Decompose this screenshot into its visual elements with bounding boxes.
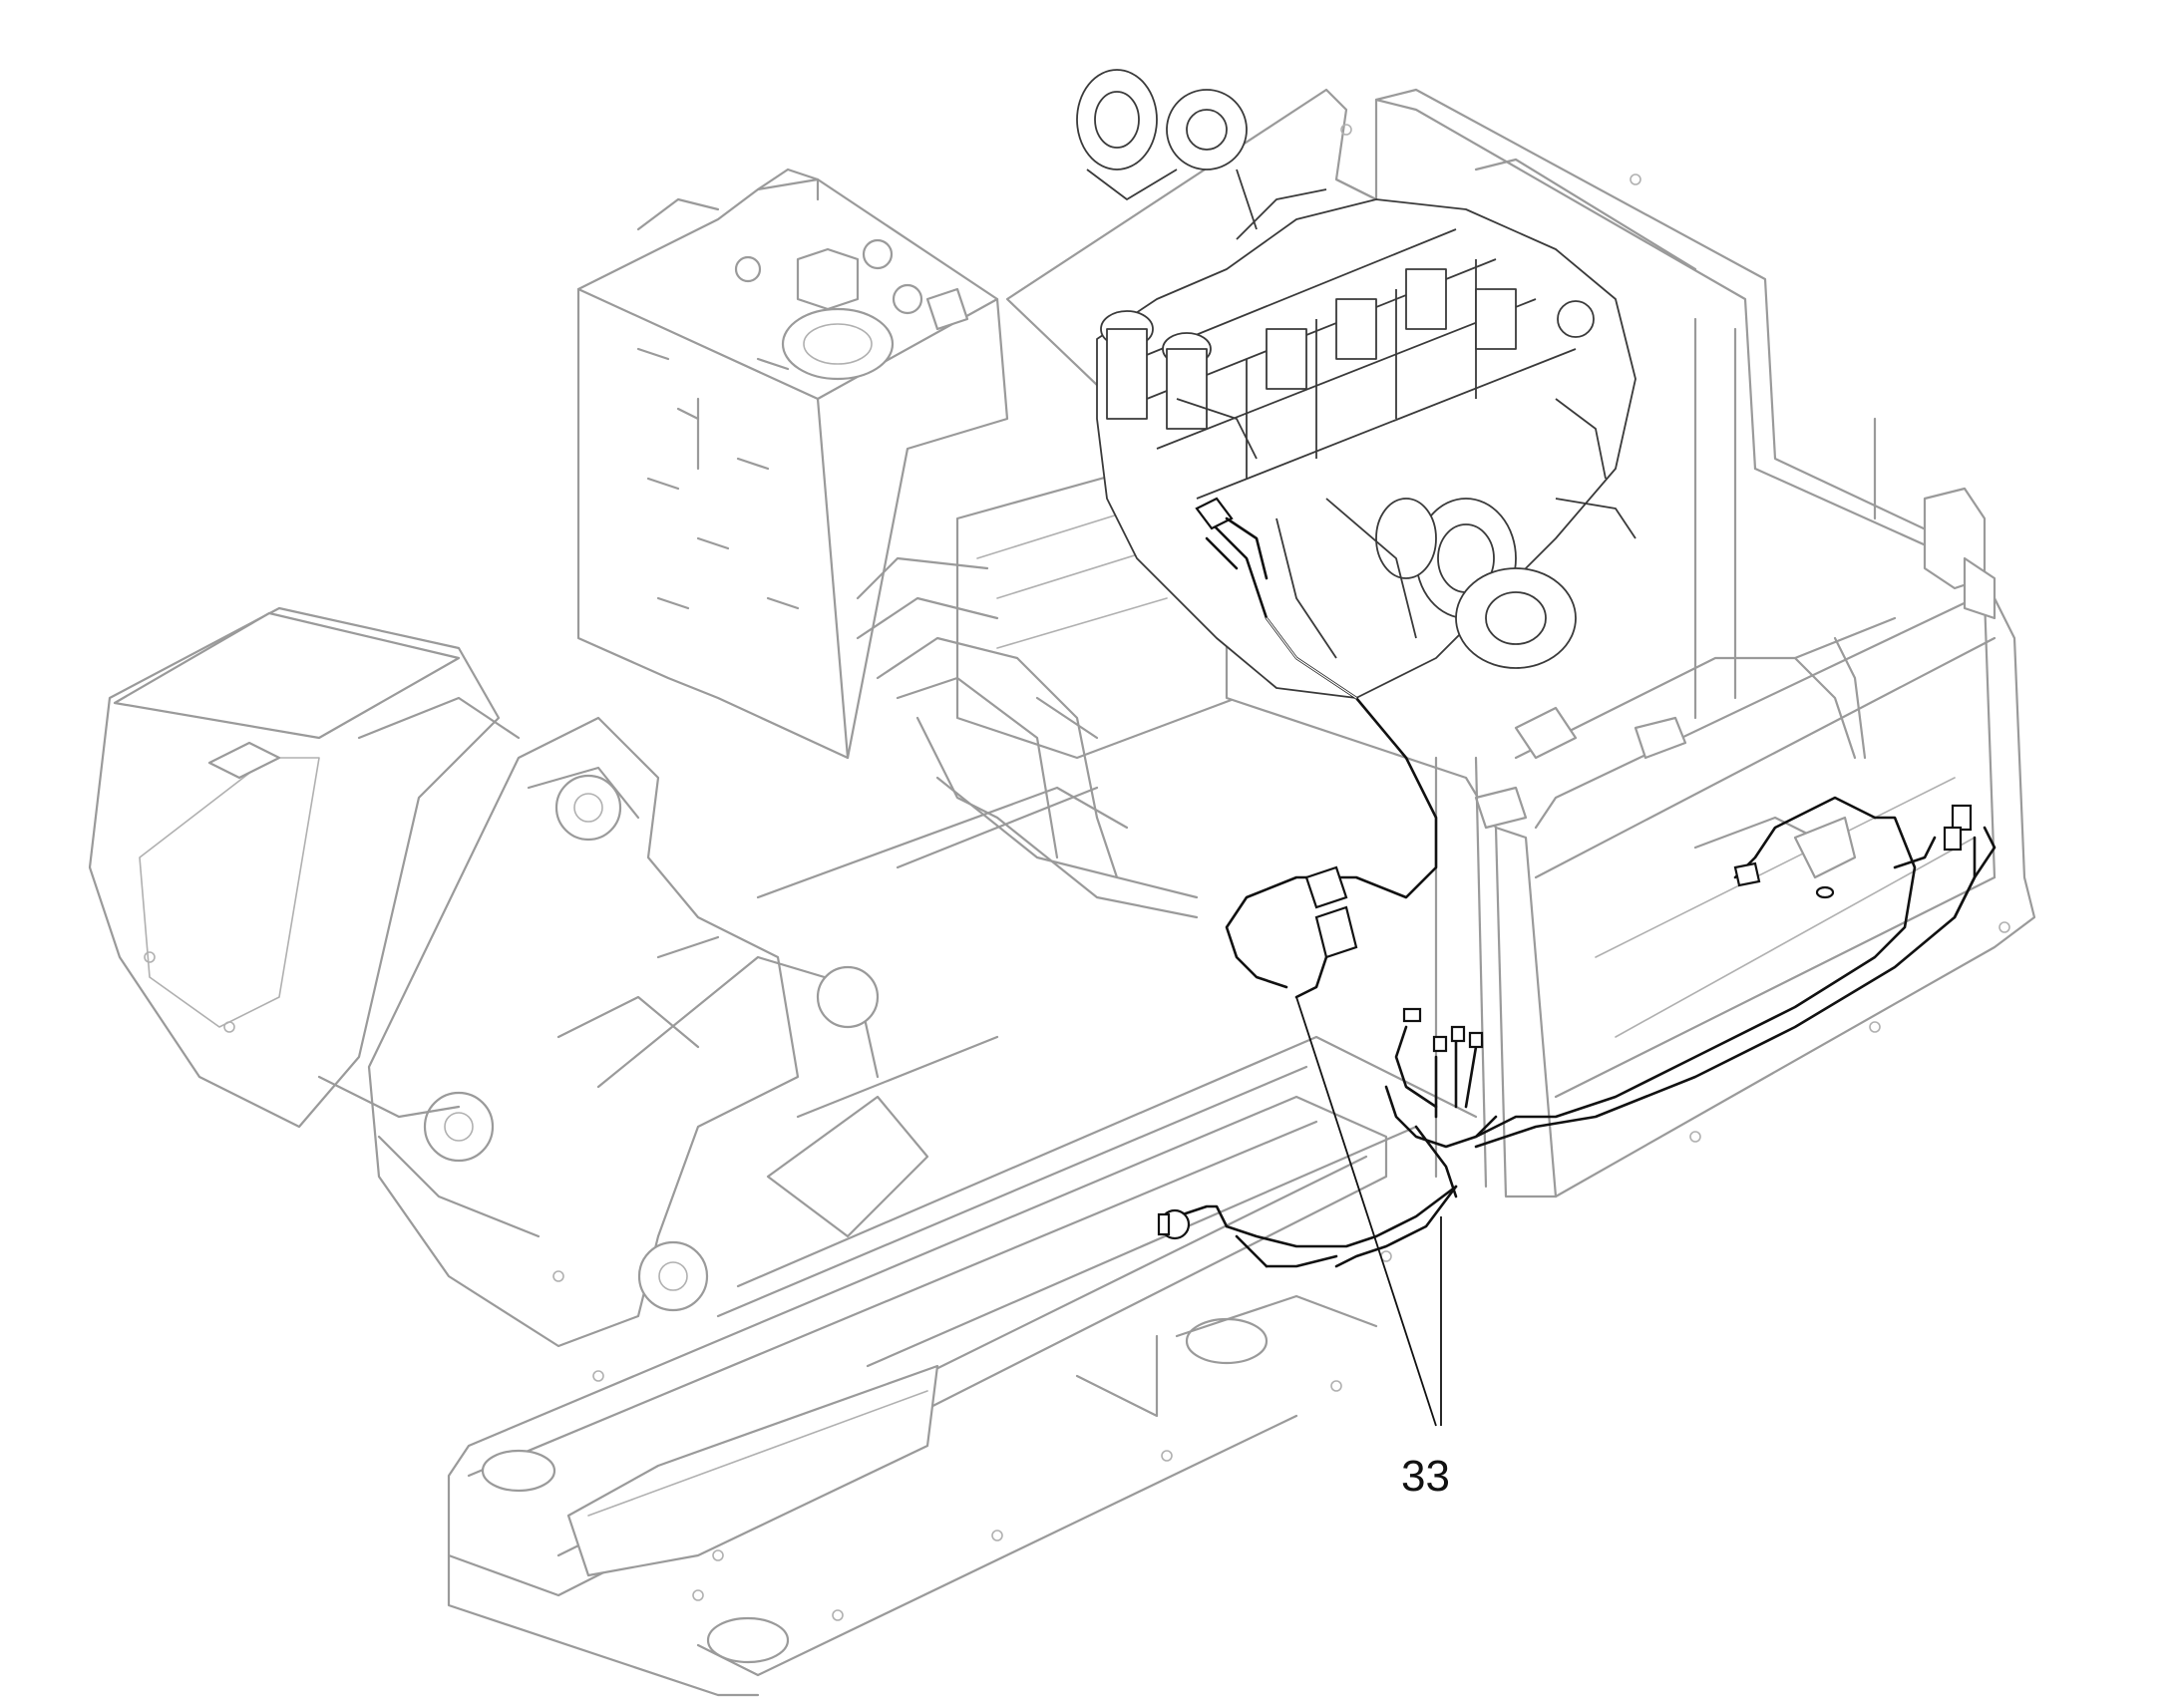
engine-assembly (1076, 69, 1636, 699)
wiring-harness (1157, 497, 1997, 1268)
callout-33-label: 33 (1401, 1452, 1450, 1501)
callout-33-leader-a (1295, 996, 1437, 1427)
callout-33: 33 (1295, 996, 1450, 1501)
chassis-frame (88, 88, 2036, 1697)
